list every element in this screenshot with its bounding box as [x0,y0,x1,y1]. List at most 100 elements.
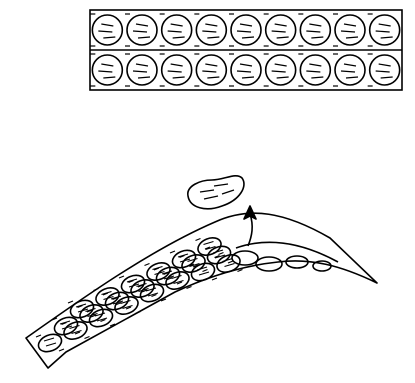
cell-hatch [138,37,150,38]
cell-hatch [309,64,321,66]
cell-hatch [277,37,289,38]
cell-hatch [272,31,286,32]
cell-hatch [136,64,148,66]
cell-hatch [205,64,217,66]
cell-hatch [242,77,254,78]
cell-hatch [205,24,217,26]
cell-hatch [381,77,393,78]
cell-circle [92,15,122,45]
grid-cell [264,54,296,86]
cell-hatch [103,77,115,78]
matrix-hatch [219,253,224,255]
cell-circle [231,15,261,45]
cell-hatch [173,77,185,78]
grid-cell [160,14,192,46]
cell-hatch [379,24,391,26]
cell-circle [370,55,400,85]
cell-circle [162,15,192,45]
matrix-hatch [196,239,201,241]
cell-circle [335,55,365,85]
cell-circle [127,15,157,45]
cell-hatch [381,37,393,38]
grid-cell [194,54,226,86]
grid-cell [264,14,296,46]
flat-layer-panel [90,10,402,90]
grid-cell [368,54,400,86]
cell-hatch [376,31,390,32]
cell-hatch [168,71,182,72]
grid-cell [229,54,261,86]
cell-hatch [341,71,355,72]
grid-cell [333,14,365,46]
cell-hatch [275,24,287,26]
empty-site [313,261,331,271]
empty-site [232,251,258,265]
cell-hatch [207,77,219,78]
grid-cell [298,54,330,86]
cell-circle [196,15,226,45]
cell-hatch [133,71,147,72]
cell-hatch [344,64,356,66]
cell-hatch [309,24,321,26]
cell-hatch [277,77,289,78]
grid-cell [125,54,157,86]
grid-cell [229,14,261,46]
cell-circle [370,15,400,45]
cell-hatch [171,64,183,66]
cell-hatch [46,343,56,346]
cell-hatch [240,64,252,66]
grid-cell [90,54,122,86]
cell-hatch [306,71,320,72]
grid-cell [333,54,365,86]
matrix-hatch [85,337,90,339]
cell-hatch [136,24,148,26]
cell-hatch [306,31,320,32]
cell-hatch [311,37,323,38]
matrix-hatch [228,261,233,263]
matrix-hatch [36,335,41,337]
cell-hatch [168,31,182,32]
released-particle-hatching [200,184,234,199]
cell-hatch [240,24,252,26]
cell-hatch [204,242,214,245]
cell-hatch [346,77,358,78]
cell-hatch [44,338,54,341]
released-particle [188,176,244,209]
grid-cell [90,14,122,46]
cell-circle [162,55,192,85]
cell-hatch [98,31,112,32]
cell-circle [266,55,296,85]
cell-hatch [237,31,251,32]
cell-circle [300,15,330,45]
cell-circle [92,55,122,85]
cell-circle [231,55,261,85]
cell-hatch [242,37,254,38]
cell-hatch [225,264,235,267]
cell-hatch [275,64,287,66]
matrix-hatch [212,278,217,280]
cell-hatch [376,71,390,72]
bent-layer-outline [26,213,377,368]
cell-hatch [101,24,113,26]
grid-cell [194,14,226,46]
cell-circle [266,15,296,45]
cell-hatch [103,37,115,38]
cell-hatch [272,71,286,72]
cell-hatch [237,71,251,72]
cell-circle [300,55,330,85]
cell-hatch [341,31,355,32]
matrix-hatch [170,251,175,253]
matrix-hatch [59,349,64,351]
matrix-hatch [145,264,150,266]
cell-hatch [101,64,113,66]
cell-hatch [379,64,391,66]
bent-layer-panel [26,176,377,368]
cell-hatch [138,77,150,78]
cell-hatch [98,71,112,72]
cell-hatch [202,31,216,32]
cell-hatch [202,71,216,72]
cell-hatch [311,77,323,78]
cell-hatch [171,24,183,26]
matrix-hatch [119,276,124,278]
grid-cell [125,14,157,46]
